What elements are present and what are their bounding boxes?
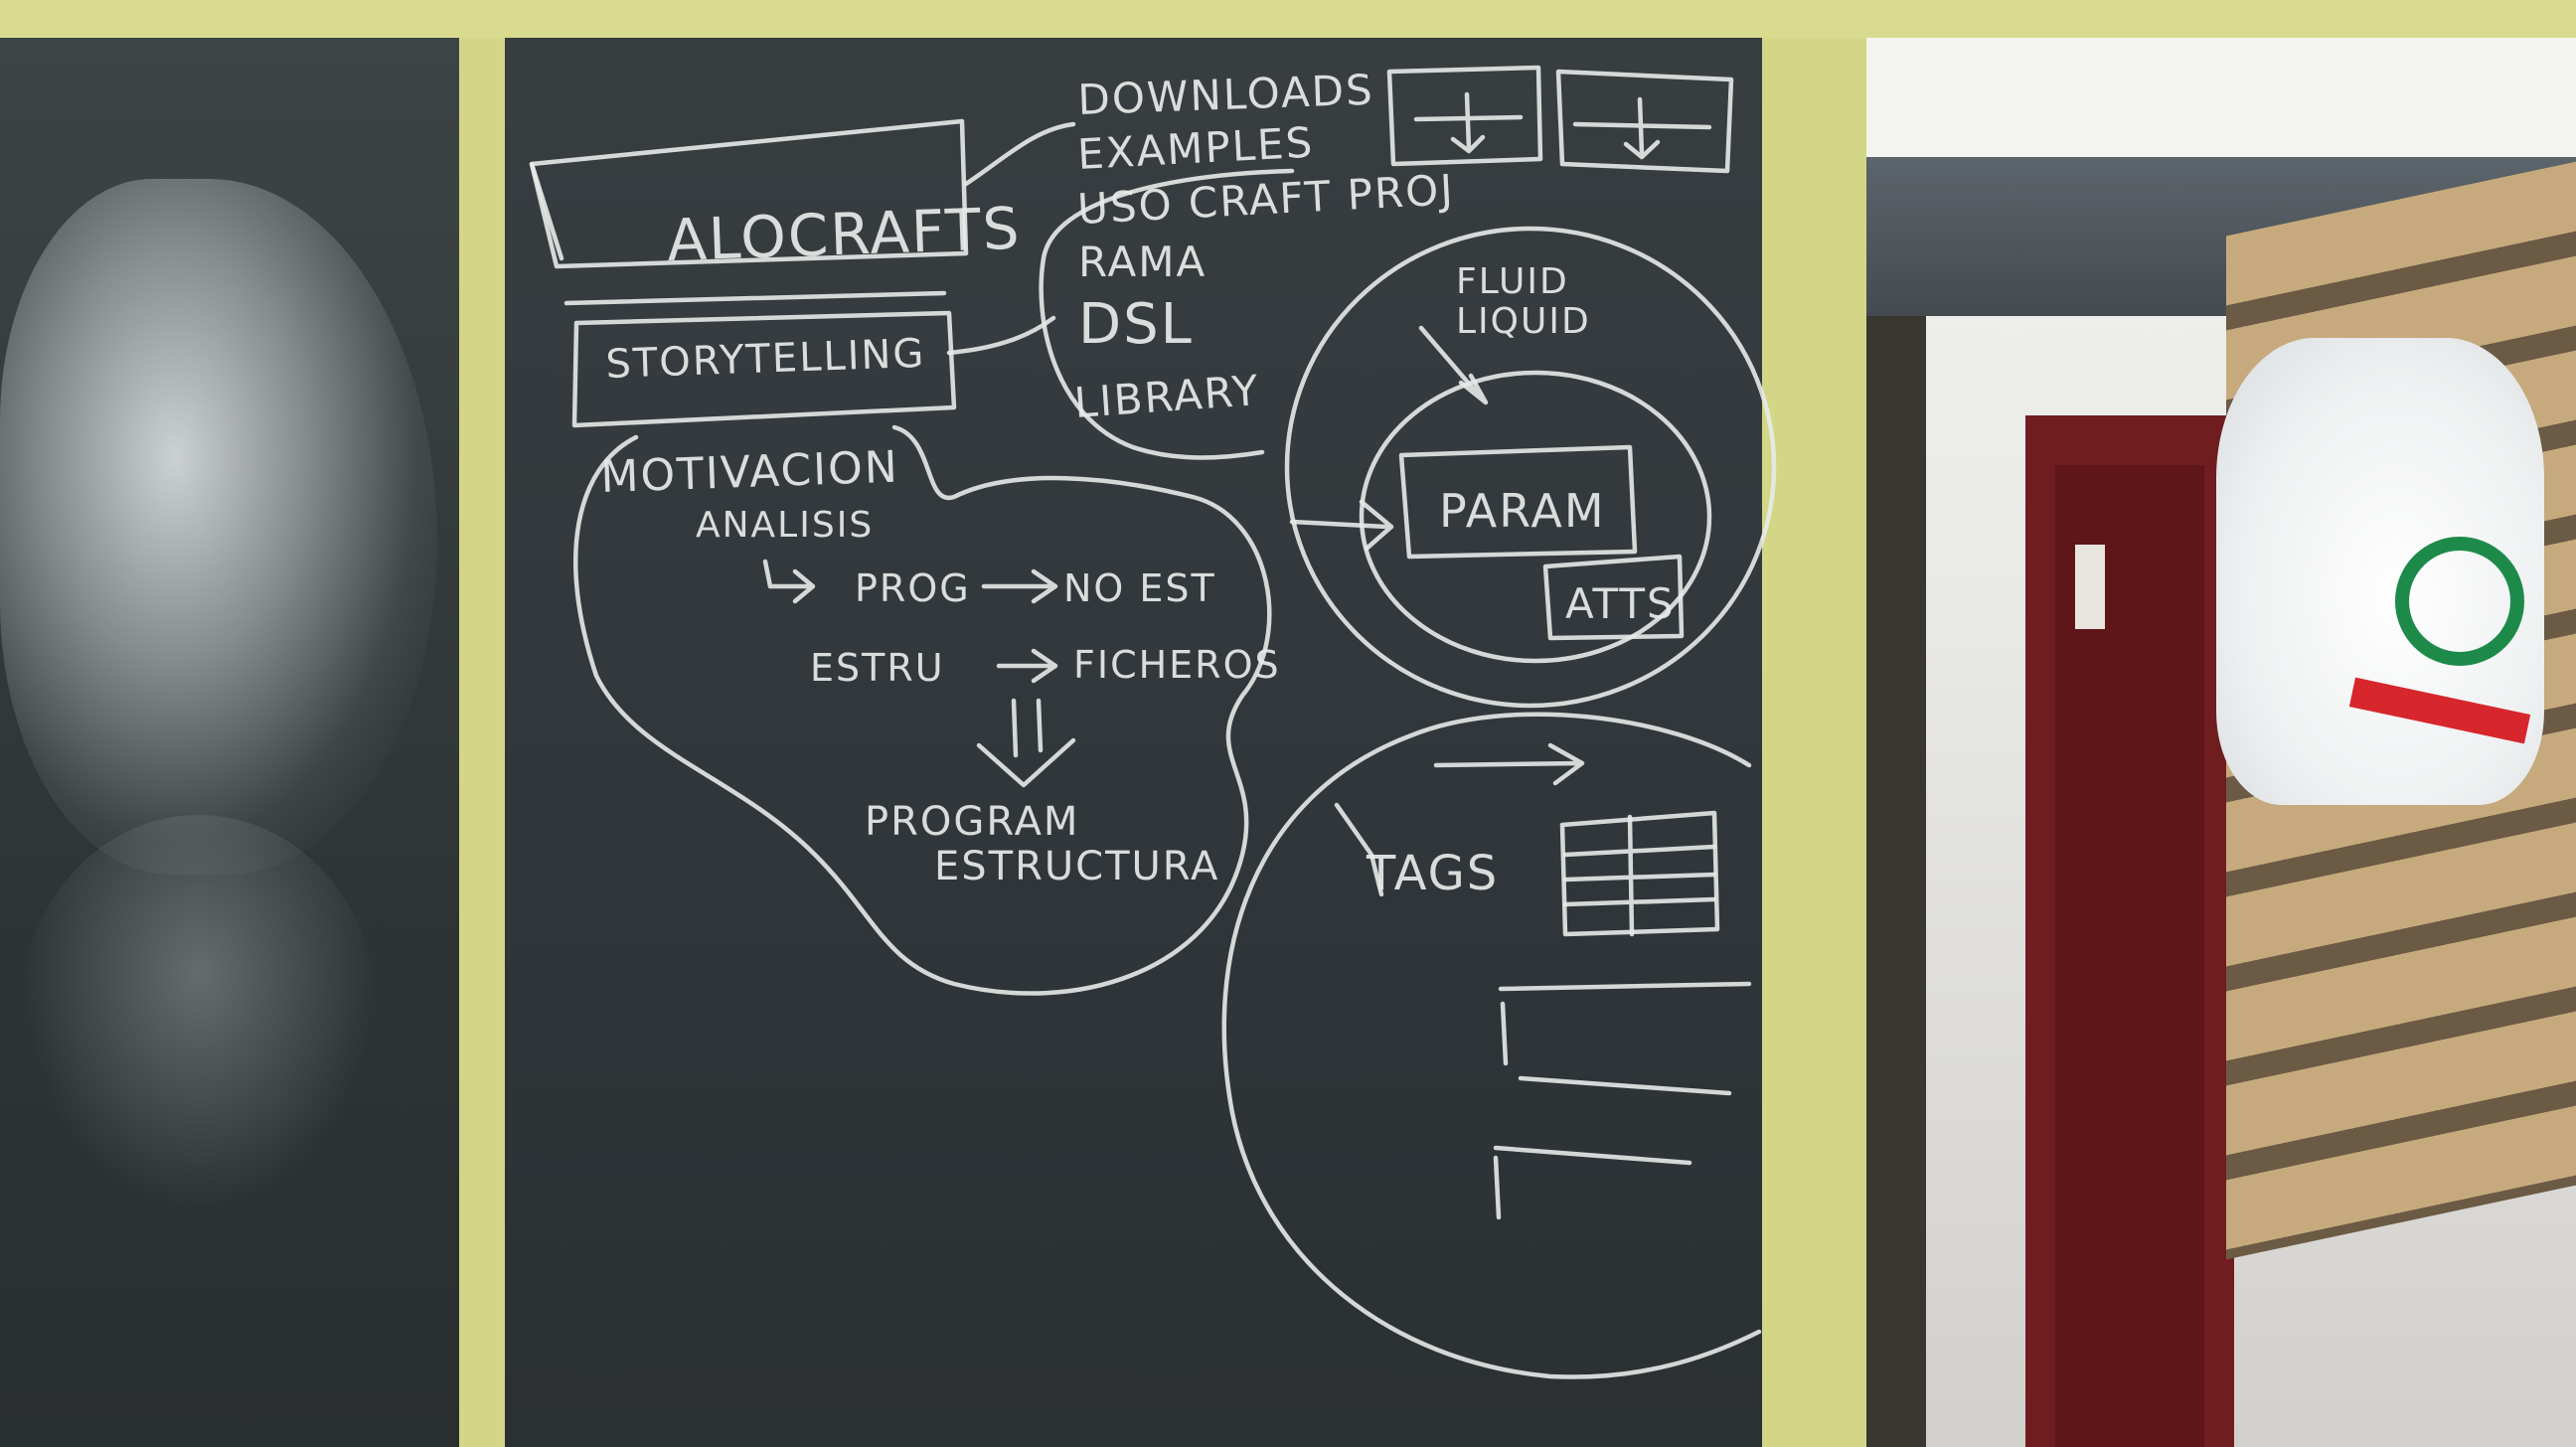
frame-post (1762, 38, 1866, 1447)
title-box (529, 118, 969, 269)
frame-post (459, 38, 505, 1447)
upload-diagram (1386, 65, 1543, 167)
download-diagram (1555, 69, 1734, 174)
chalk-smudge (20, 815, 378, 1212)
atts-label: ATTS (1565, 579, 1676, 628)
list-item-dsl: DSL (1078, 292, 1194, 357)
estructura-label: ESTRUCTURA (934, 844, 1219, 889)
atts-box (1542, 554, 1685, 641)
chalk-smudge (0, 179, 437, 875)
alocrafts-label: ALOCRAFTS (666, 195, 1022, 274)
program-label: PROGRAM (865, 799, 1079, 845)
main-chalkboard (505, 38, 1762, 1447)
prog-label: PROG (855, 566, 971, 610)
motivation-blob (572, 424, 1272, 996)
ceiling (1866, 38, 2576, 157)
storytelling-box (571, 310, 957, 428)
list-item-rama: RAMA (1078, 238, 1207, 286)
fluid-label: FLUID (1456, 261, 1569, 302)
estru-label: ESTRU (810, 646, 945, 690)
param-circle (1359, 370, 1712, 664)
storytelling-label: STORYTELLING (605, 331, 926, 388)
fluid-circle (1284, 226, 1777, 709)
analisis-label: ANALISIS (696, 505, 874, 546)
wall-edge (1866, 316, 1926, 1447)
list-item-library: LIBRARY (1072, 366, 1261, 427)
param-label: PARAM (1439, 484, 1606, 538)
tags-label: TAGS (1366, 846, 1499, 901)
frame-top (0, 0, 2576, 38)
tags-circle (1221, 712, 1762, 1379)
motivacion-label: MOTIVACION (600, 442, 900, 503)
tags-table (1559, 810, 1720, 937)
no-est-label: NO EST (1063, 566, 1216, 610)
list-item-downloads: DOWNLOADS (1077, 66, 1375, 124)
liquid-label: LIQUID (1456, 301, 1591, 342)
ficheros-label: FICHEROS (1073, 643, 1281, 687)
param-box (1398, 444, 1638, 560)
door-sign (2075, 545, 2105, 629)
